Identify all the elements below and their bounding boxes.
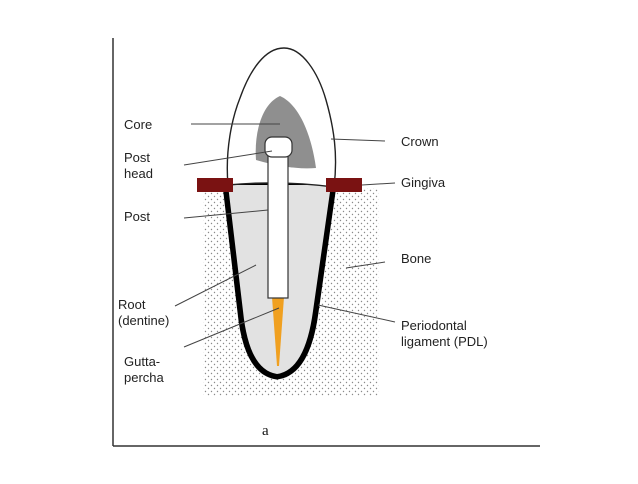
leader-bone [345,261,386,269]
label-gingiva: Gingiva [401,175,446,190]
label-gutta-percha: Gutta- percha [124,354,164,385]
leader-post [183,209,269,219]
leader-gingiva [361,182,396,186]
label-crown: Crown [401,134,439,149]
gingiva-left [197,178,233,192]
leader-gutta-percha [183,307,280,348]
leader-lines [174,123,396,348]
gutta-percha-fill [272,297,284,366]
post-head [264,136,293,158]
label-core: Core [124,117,153,132]
label-root: Root (dentine) [118,297,170,328]
figure-caption: a [262,423,269,439]
leader-crown [330,138,386,142]
leader-root [174,264,257,307]
label-pdl: Periodontal ligament (PDL) [401,318,488,349]
label-bone: Bone [401,251,432,266]
post-shaft [267,151,289,299]
leader-post-head [183,150,273,166]
label-post-head: Post head [124,150,153,181]
leader-pdl [317,304,396,323]
pdl-outline [222,181,337,380]
gingiva-right [326,178,362,192]
label-post: Post [124,209,151,224]
